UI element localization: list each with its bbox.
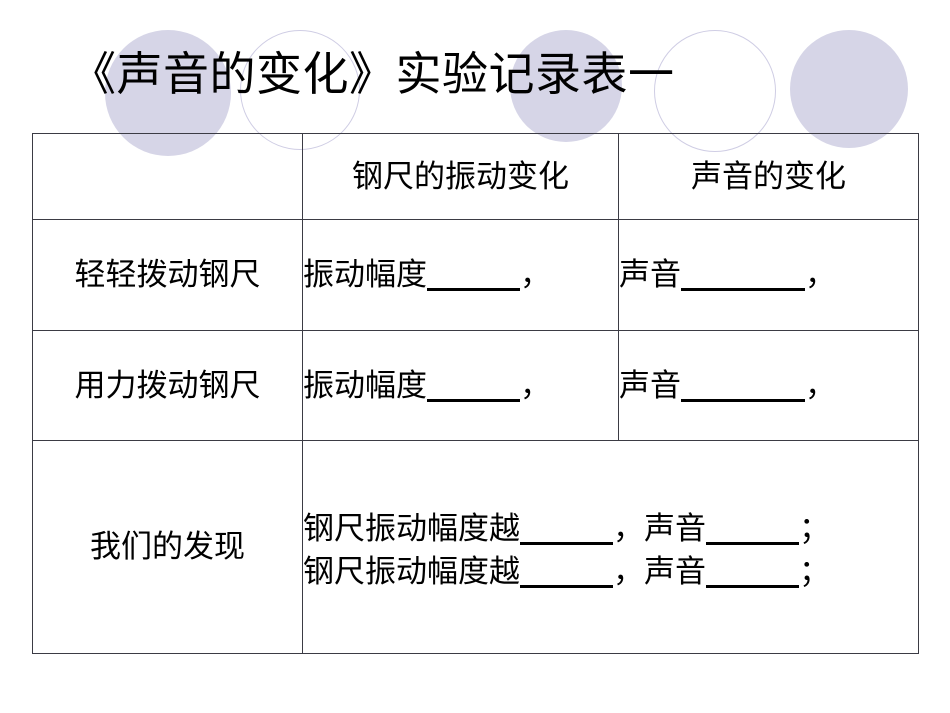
text-prefix: 钢尺振动幅度越 [303,511,520,547]
header-cell-vibration: 钢尺的振动变化 [302,132,619,221]
experiment-record-table: 钢尺的振动变化 声音的变化 轻轻拨动钢尺 振动幅度 ， 声音 ， 用力拨动钢尺 … [32,132,919,654]
decorative-circle-5-filled [790,30,908,148]
cell-hard-pluck-sound[interactable]: 声音 ， [618,329,919,442]
header-cell-sound: 声音的变化 [618,132,919,221]
table-header-row: 钢尺的振动变化 声音的变化 [32,132,919,221]
text-suffix: ， [520,367,551,403]
cell-findings-blanks[interactable]: 钢尺振动幅度越 ，声音 ； 钢尺振动幅度越 ，声音 ； [302,440,919,654]
cell-hard-pluck-vibration[interactable]: 振动幅度 ， [302,329,619,442]
row-label-light-pluck: 轻轻拨动钢尺 [32,219,303,331]
blank-field-finding-1b[interactable] [706,511,799,546]
cell-light-pluck-sound[interactable]: 声音 ， [618,219,919,331]
findings-line-2[interactable]: 钢尺振动幅度越 ，声音 ； [303,551,918,594]
header-cell-empty [32,132,303,221]
text-end: ； [799,511,830,547]
text-prefix: 振动幅度 [303,257,427,293]
blank-field-sound-2[interactable] [681,368,805,403]
text-mid: ，声音 [613,511,706,547]
blank-field-vibration-1[interactable] [427,257,520,292]
blank-field-finding-2b[interactable] [706,554,799,589]
table-row-hard-pluck: 用力拨动钢尺 振动幅度 ， 声音 ， [32,329,919,442]
cell-light-pluck-vibration[interactable]: 振动幅度 ， [302,219,619,331]
text-suffix: ， [520,257,551,293]
blank-field-finding-1a[interactable] [520,511,613,546]
findings-line-1[interactable]: 钢尺振动幅度越 ，声音 ； [303,508,918,551]
text-prefix: 钢尺振动幅度越 [303,554,520,590]
findings-text-block: 钢尺振动幅度越 ，声音 ； 钢尺振动幅度越 ，声音 ； [303,500,918,594]
row-label-hard-pluck: 用力拨动钢尺 [32,329,303,442]
text-end: ； [799,554,830,590]
text-suffix: ， [805,257,836,293]
blank-field-finding-2a[interactable] [520,554,613,589]
slide-title: 《声音的变化》实验记录表一 [70,49,675,100]
row-label-findings: 我们的发现 [32,440,303,654]
text-prefix: 振动幅度 [303,367,427,403]
blank-field-sound-1[interactable] [681,257,805,292]
text-mid: ，声音 [613,554,706,590]
text-suffix: ， [805,367,836,403]
table-row-findings: 我们的发现 钢尺振动幅度越 ，声音 ； 钢尺振动幅度越 ，声音 ； [32,440,919,654]
text-prefix: 声音 [619,367,681,403]
table-row-light-pluck: 轻轻拨动钢尺 振动幅度 ， 声音 ， [32,219,919,331]
blank-field-vibration-2[interactable] [427,368,520,403]
text-prefix: 声音 [619,257,681,293]
